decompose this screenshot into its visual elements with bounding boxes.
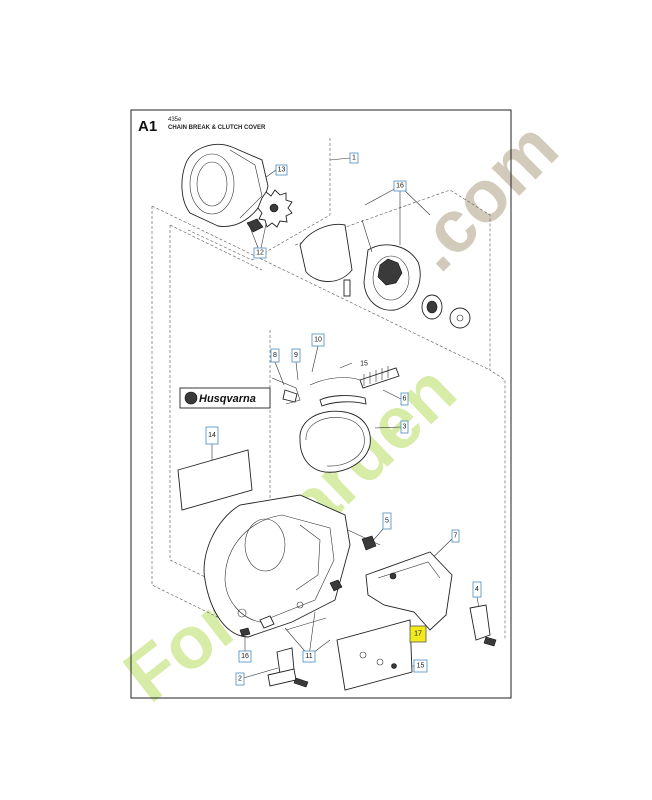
callout-3-label: 3: [403, 424, 407, 431]
callout-7-label: 7: [454, 533, 458, 540]
callout-6-label: 6: [403, 396, 407, 403]
small-parts: [239, 615, 327, 688]
callout-1-label: 1: [352, 155, 356, 162]
callout-12[interactable]: 12: [253, 247, 267, 259]
husqvarna-decal: Husqvarna: [179, 387, 271, 409]
page-frame: [130, 109, 512, 699]
callout-16-bottom[interactable]: 16: [238, 650, 252, 663]
section-code: A1: [138, 118, 157, 135]
diagram-title: CHAIN BREAK & CLUTCH COVER: [168, 125, 266, 131]
callout-10[interactable]: 10: [311, 333, 325, 347]
diagram-header: A1 435e CHAIN BREAK & CLUTCH COVER: [138, 117, 266, 135]
callout-17-label: 17: [414, 631, 422, 638]
callout-11-label: 11: [305, 653, 312, 660]
clutch-cover-body: [203, 494, 381, 638]
brake-springs: [271, 366, 400, 407]
callout-8[interactable]: 8: [270, 348, 280, 363]
callout-16-top[interactable]: 16: [393, 180, 407, 192]
callout-14[interactable]: 14: [205, 426, 219, 445]
group-outlines: [151, 138, 506, 640]
callout-14-label: 14: [208, 432, 216, 439]
sprocket-part: [257, 189, 293, 228]
callout-2-label: 2: [238, 676, 242, 683]
brand-label: Husqvarna: [199, 393, 256, 405]
brake-band: [299, 410, 371, 473]
callout-17[interactable]: 17: [409, 625, 427, 643]
callout-3[interactable]: 3: [400, 420, 409, 434]
callout-9-label: 9: [294, 352, 298, 359]
callout-12-label: 12: [256, 250, 264, 257]
callout-4[interactable]: 4: [472, 581, 482, 598]
clutch-drum-cover: [181, 143, 269, 233]
callout-4-label: 4: [475, 586, 479, 593]
callout-16-bottom-label: 16: [241, 653, 249, 660]
callout-9[interactable]: 9: [291, 348, 301, 363]
callouts: 1 13 12 16 8 9 10 15 6 3 14 5 7 4 17 16 …: [205, 152, 482, 686]
callout-15-bottom-label: 15: [417, 663, 425, 670]
callout-2[interactable]: 2: [235, 672, 245, 686]
callout-8-label: 8: [273, 352, 277, 359]
callout-5[interactable]: 5: [382, 512, 392, 530]
cover-plate: [177, 449, 253, 511]
side-plate: [336, 619, 413, 691]
callout-7[interactable]: 7: [451, 529, 460, 543]
model-name: 435e: [168, 117, 182, 123]
chain-brake-handle: [365, 551, 497, 647]
callout-1[interactable]: 1: [349, 152, 359, 164]
callout-11[interactable]: 11: [302, 650, 316, 663]
callout-13-label: 13: [278, 167, 286, 174]
callout-15-top-label: 15: [360, 361, 368, 368]
callout-15-bottom[interactable]: 15: [413, 659, 428, 673]
callout-13[interactable]: 13: [275, 164, 288, 176]
callout-16-top-label: 16: [396, 183, 404, 190]
callout-6[interactable]: 6: [400, 392, 409, 406]
callout-15-top[interactable]: 15: [360, 361, 368, 368]
watermark-part3: .com: [393, 105, 574, 286]
callout-10-label: 10: [314, 337, 322, 344]
callout-5-label: 5: [385, 518, 389, 525]
clutch-assembly: [299, 219, 471, 329]
